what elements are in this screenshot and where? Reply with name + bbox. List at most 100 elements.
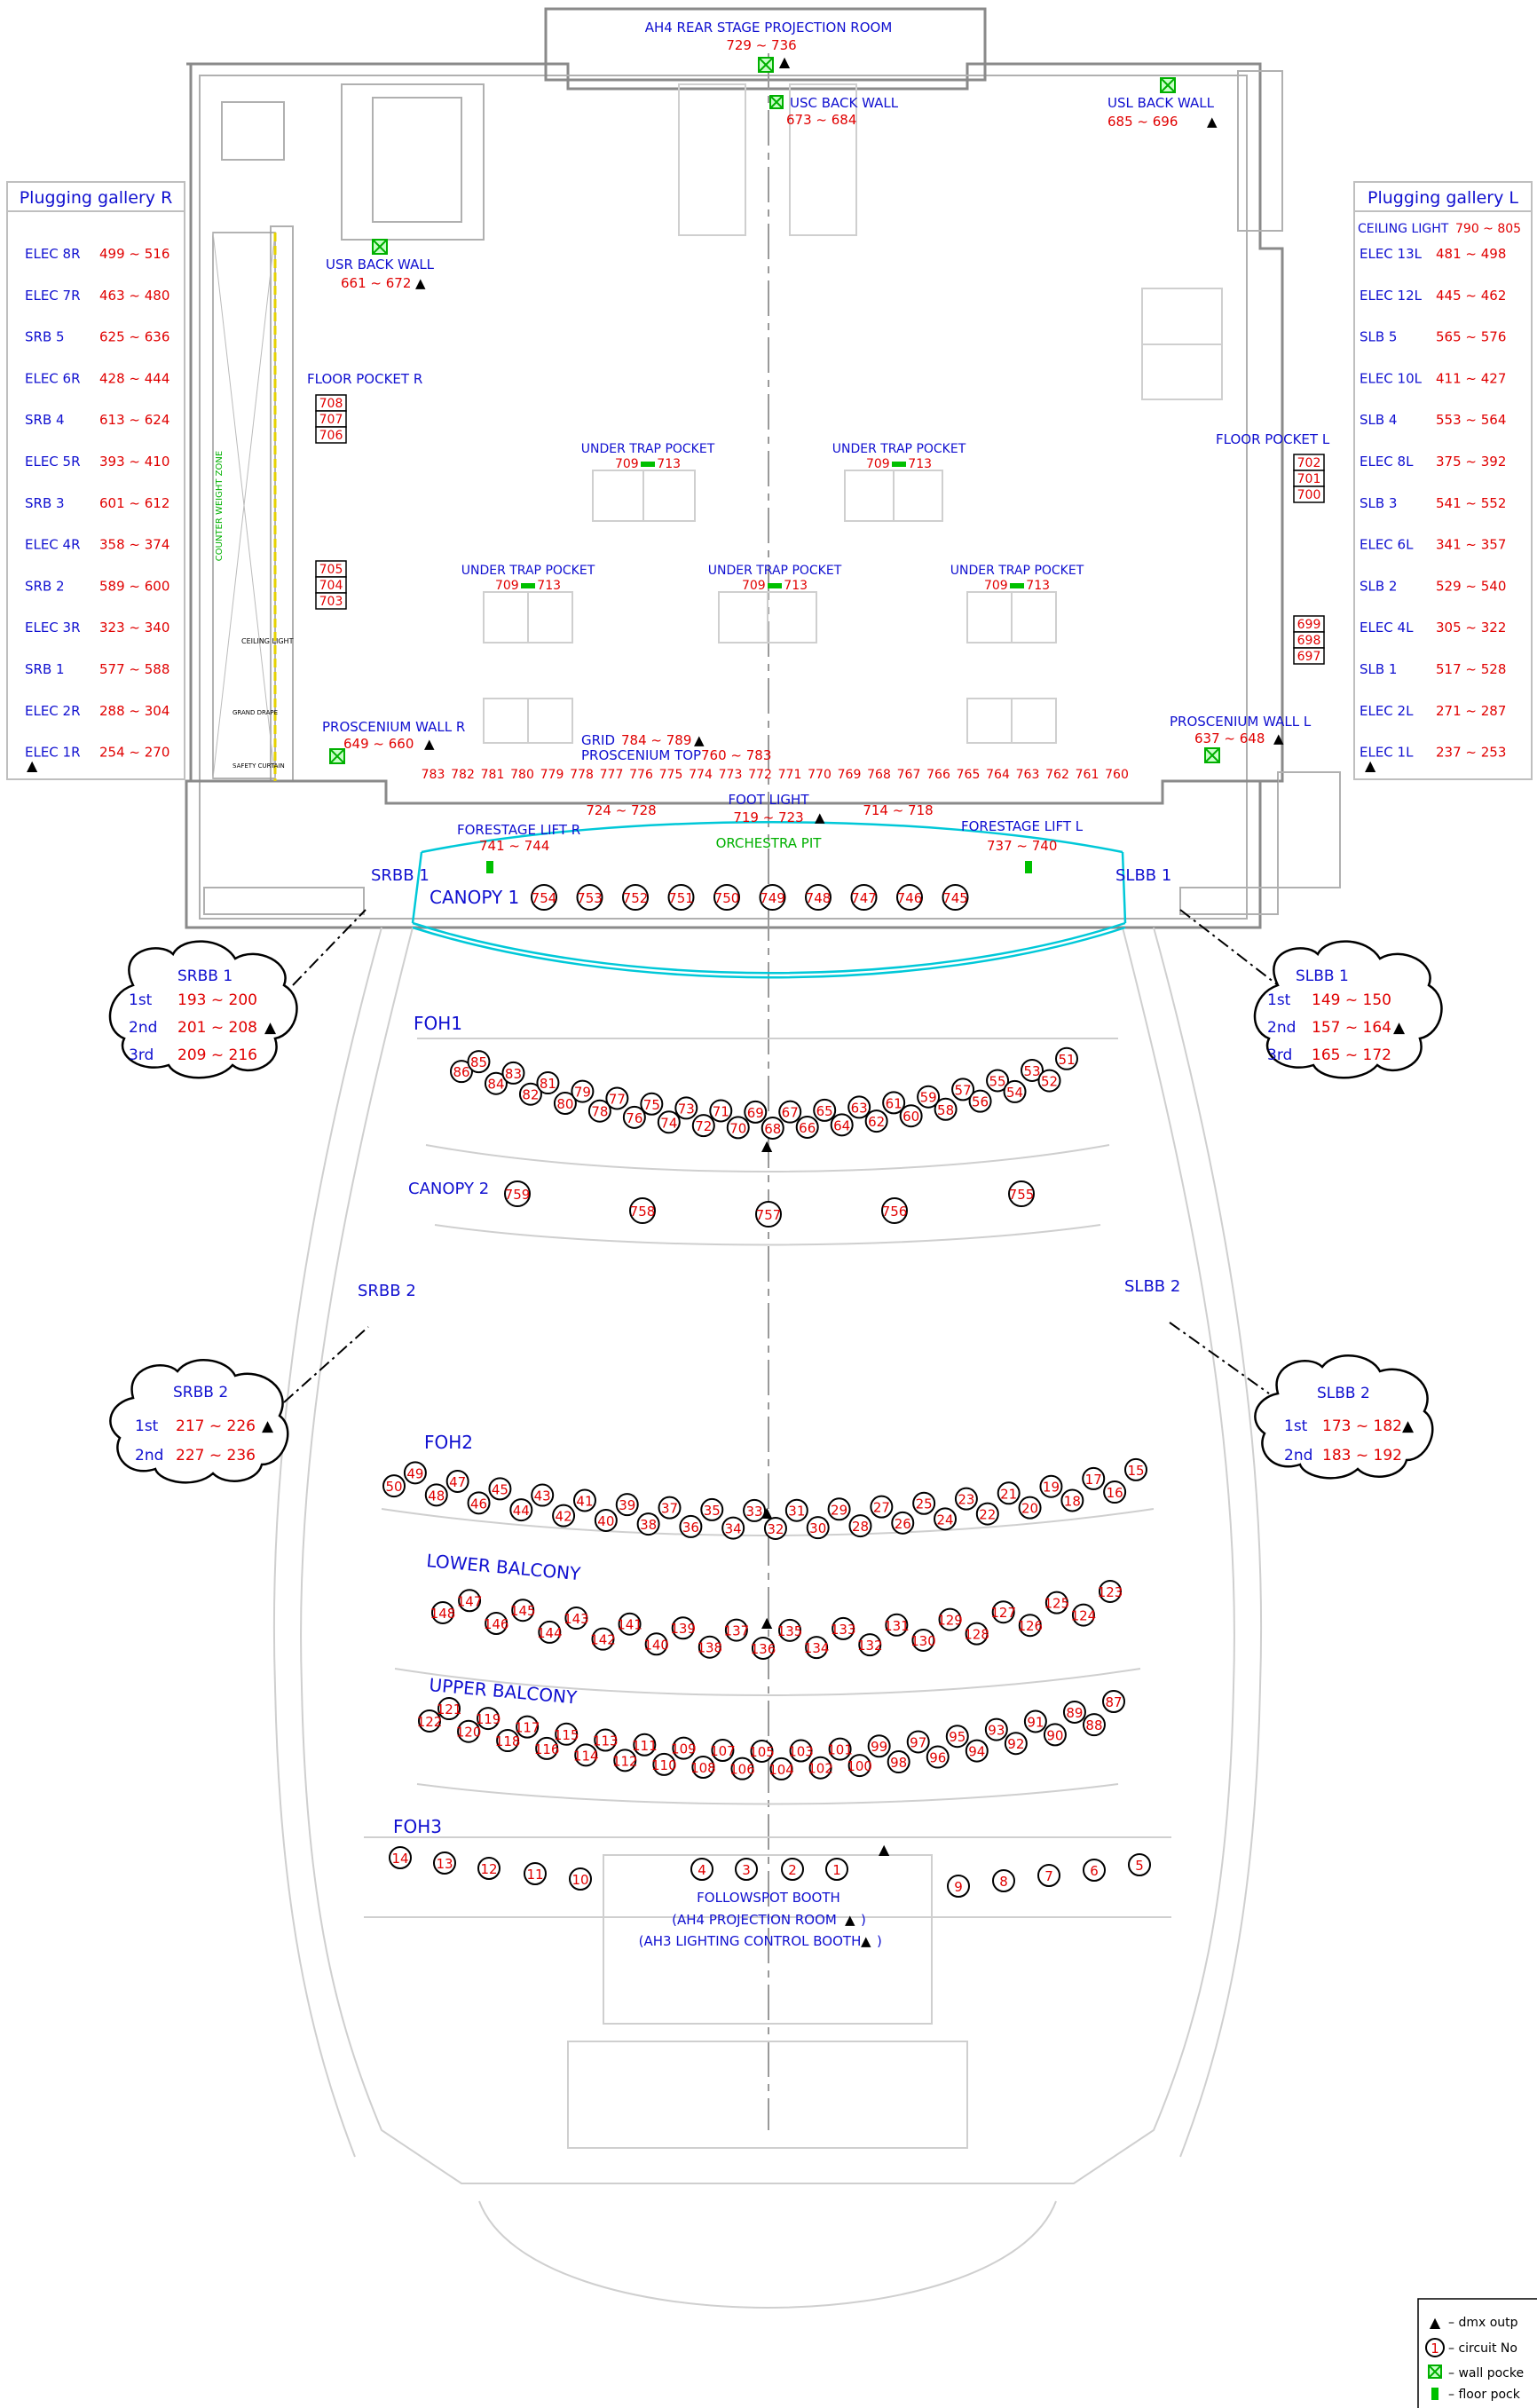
circuit-circle	[477, 1857, 501, 1880]
circuit-circle	[591, 1627, 615, 1651]
circuit-marker: 142	[590, 1627, 616, 1651]
circuit-circle	[713, 884, 740, 911]
circuit-circle	[1008, 1180, 1035, 1207]
circuit-marker: 128	[964, 1622, 989, 1646]
circuit-marker: 10	[569, 1867, 592, 1891]
circuit-circle	[672, 1736, 696, 1760]
usr-back-wall: USR BACK WALL 661 ~ 672 ▲	[326, 239, 435, 291]
circuit-number: 126	[1017, 1618, 1043, 1634]
circuit-marker: 82	[518, 1082, 542, 1106]
gallery-row-range: 601 ~ 612	[99, 495, 169, 511]
circuit-number: 74	[660, 1115, 677, 1131]
circuit-number: 75	[643, 1097, 660, 1113]
circuit-marker: 751	[667, 884, 695, 911]
circuit-circle	[1055, 1046, 1078, 1070]
circuit-number: 23	[958, 1492, 974, 1508]
circuit-marker: 74	[657, 1110, 681, 1134]
floor-pocket-r-title: FLOOR POCKET R	[307, 371, 422, 387]
circuit-marker: 17	[1082, 1466, 1106, 1490]
gallery-row-name: SRB 1	[25, 661, 65, 677]
circuit-marker: 55	[986, 1069, 1010, 1093]
circuit-circle	[709, 1099, 733, 1123]
rear-room-title: AH4 REAR STAGE PROJECTION ROOM	[645, 20, 893, 36]
circuit-marker: 12	[477, 1857, 501, 1880]
circuit-circle	[1023, 1709, 1047, 1733]
circuit-circle	[761, 1116, 784, 1140]
rear-projection-room: AH4 REAR STAGE PROJECTION ROOM 729 ~ 736…	[645, 20, 893, 73]
circuit-circle	[531, 1483, 555, 1507]
circuit-circle	[850, 884, 878, 911]
proscenium-circuit: 775	[659, 768, 683, 782]
gallery-row-name: ELEC 12L	[1360, 288, 1423, 304]
circuit-marker: 40	[594, 1508, 618, 1532]
circuit-circle	[657, 1110, 681, 1134]
floor-pocket-box	[1293, 647, 1325, 665]
circuit-marker: 111	[632, 1733, 658, 1757]
circuit-circle	[778, 1100, 802, 1124]
circuit-number: 134	[804, 1640, 830, 1656]
circuit-number: 116	[534, 1741, 560, 1757]
circuit-marker: 9	[947, 1875, 970, 1898]
tier-label: 1st	[1267, 991, 1291, 1009]
circuit-marker: 117	[515, 1715, 540, 1739]
circuit-marker: 97	[906, 1730, 930, 1754]
circuit-circle	[934, 1097, 958, 1121]
circuit-circle	[690, 1858, 713, 1881]
circuit-marker: 88	[1082, 1713, 1106, 1737]
circuit-marker: 134	[804, 1636, 830, 1660]
gallery-row-range: 428 ~ 444	[99, 370, 169, 386]
circuit-number: 65	[816, 1103, 833, 1119]
circuit-marker: 71	[709, 1099, 733, 1123]
wall-pocket-icon	[1160, 77, 1176, 93]
circuit-marker: 102	[808, 1756, 833, 1780]
circuit-circle	[667, 884, 695, 911]
gallery-row-range: 463 ~ 480	[99, 288, 169, 304]
circuit-marker: 137	[724, 1618, 749, 1642]
circuit-circle	[615, 1493, 639, 1517]
circuit-circle	[691, 1755, 715, 1779]
circuit-circle	[934, 1507, 958, 1531]
circuit-circle	[882, 1091, 906, 1115]
proscenium-circuit: 778	[570, 768, 594, 782]
circuit-marker: 38	[636, 1512, 660, 1536]
srbb1-callout: SRBB 1 1st 193 ~ 200 2nd 201 ~ 208 ▲ 3rd…	[108, 909, 367, 1079]
slbb1-label: SLBB 1	[1115, 866, 1171, 885]
circuit-marker: 136	[751, 1636, 776, 1660]
circuit-circle	[622, 884, 649, 911]
circuit-number: 59	[920, 1090, 937, 1106]
floor-pocket-icon	[1431, 2388, 1438, 2400]
dmx-icon: ▲	[879, 1841, 890, 1858]
circuit-marker: 754	[531, 884, 557, 911]
circuit-circle	[726, 1116, 750, 1140]
circuit-circle	[477, 1707, 501, 1731]
circuit-number: 145	[510, 1603, 536, 1619]
circuit-number: 57	[955, 1082, 972, 1098]
circuit-number: 30	[809, 1520, 826, 1536]
circuit-number: 95	[949, 1729, 966, 1745]
circuit-number: 72	[695, 1118, 712, 1134]
circuit-circle	[984, 1717, 1008, 1741]
tier-range: 209 ~ 216	[177, 1046, 257, 1064]
circuit-marker: 18	[1060, 1488, 1084, 1512]
circuit-number: 86	[453, 1064, 469, 1080]
circuit-circle	[1021, 1058, 1044, 1082]
under-trap-title: UNDER TRAP POCKET	[461, 564, 595, 578]
circuit-number: 105	[749, 1744, 775, 1760]
usl-range: 685 ~ 696	[1107, 114, 1178, 130]
circuit-number: 17	[1085, 1472, 1102, 1488]
circuit-marker: 127	[990, 1600, 1016, 1624]
circuit-circle	[572, 1488, 596, 1512]
circuit-number: 79	[574, 1085, 591, 1101]
circuit-number: 91	[1027, 1714, 1044, 1730]
circuit-number: 19	[1043, 1480, 1060, 1496]
proscenium-circuit: 765	[957, 768, 981, 782]
circuit-number: 5	[1135, 1858, 1144, 1874]
circuit-icon	[1425, 2338, 1445, 2357]
proscenium-circuit: 763	[1016, 768, 1040, 782]
circuit-marker: 20	[1018, 1496, 1042, 1520]
srbb1-label: SRBB 1	[371, 866, 430, 885]
circuit-number: 750	[714, 890, 740, 906]
circuit-number: 48	[428, 1488, 445, 1504]
followspot-booth: FOLLOWSPOT BOOTH (AH4 PROJECTION ROOM ▲ …	[639, 1841, 890, 1949]
